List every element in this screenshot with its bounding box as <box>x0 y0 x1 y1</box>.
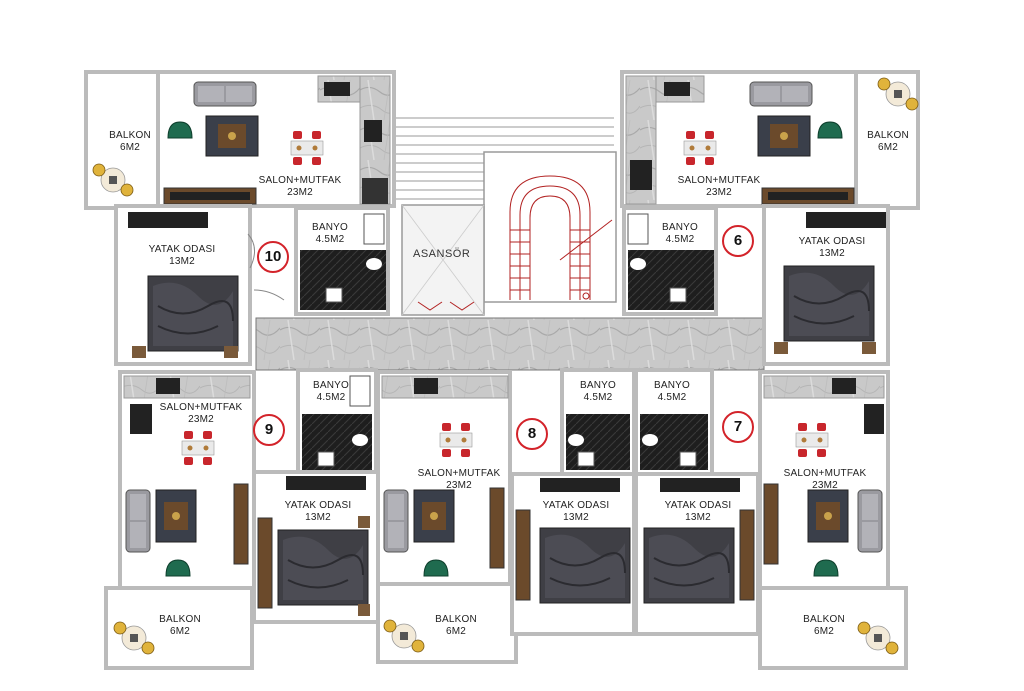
stair-core <box>396 117 617 316</box>
u8-banyo-label: BANYO 4.5M2 <box>573 380 623 404</box>
room-area: 4.5M2 <box>583 392 613 403</box>
u7-salon-label: SALON+MUTFAK 23M2 <box>770 468 880 492</box>
room-title: SALON+MUTFAK <box>417 468 501 479</box>
unit-marker-9: 9 <box>253 414 285 446</box>
room-title: SALON+MUTFAK <box>159 402 243 413</box>
u9-balkon-label: BALKON 6M2 <box>150 614 210 638</box>
room-title: SALON+MUTFAK <box>677 175 761 186</box>
u7-banyo-label: BANYO 4.5M2 <box>647 380 697 404</box>
room-area: 23M2 <box>287 187 313 198</box>
room-area: 6M2 <box>169 626 191 637</box>
room-area: 13M2 <box>819 248 845 259</box>
unit-marker-6: 6 <box>722 225 754 257</box>
room-area: 13M2 <box>169 256 195 267</box>
room-area: 6M2 <box>813 626 835 637</box>
room-area: 13M2 <box>563 512 589 523</box>
room-area: 6M2 <box>445 626 467 637</box>
room-area: 23M2 <box>188 414 214 425</box>
corridor <box>255 317 765 371</box>
room-title: BANYO <box>653 380 690 391</box>
unit-7 <box>634 368 908 670</box>
u8-balkon-label: BALKON 6M2 <box>426 614 486 638</box>
room-title: BANYO <box>311 222 348 233</box>
room-area: 6M2 <box>877 142 899 153</box>
unit-marker-7: 7 <box>722 411 754 443</box>
room-area: 13M2 <box>305 512 331 523</box>
unit-marker-8: 8 <box>516 418 548 450</box>
u10-salon-label: SALON+MUTFAK 23M2 <box>245 175 355 199</box>
u10-banyo-label: BANYO 4.5M2 <box>305 222 355 246</box>
room-title: BANYO <box>661 222 698 233</box>
room-title: YATAK ODASI <box>542 500 610 511</box>
u8-salon-label: SALON+MUTFAK 23M2 <box>404 468 514 492</box>
room-title: BANYO <box>579 380 616 391</box>
room-area: 4.5M2 <box>665 234 695 245</box>
u9-yatak-label: YATAK ODASI 13M2 <box>278 500 358 524</box>
room-title: BALKON <box>109 130 151 141</box>
room-title: BANYO <box>312 380 349 391</box>
u7-balkon-label: BALKON 6M2 <box>794 614 854 638</box>
room-title: SALON+MUTFAK <box>258 175 342 186</box>
room-area: 4.5M2 <box>316 392 346 403</box>
room-area: 4.5M2 <box>315 234 345 245</box>
u6-salon-label: SALON+MUTFAK 23M2 <box>664 175 774 199</box>
u10-yatak-label: YATAK ODASI 13M2 <box>142 244 222 268</box>
room-area: 23M2 <box>446 480 472 491</box>
u6-balkon-label: BALKON 6M2 <box>858 130 918 154</box>
room-title: BALKON <box>435 614 477 625</box>
unit-10 <box>84 70 396 366</box>
room-title: YATAK ODASI <box>664 500 732 511</box>
u10-balkon-label: BALKON 6M2 <box>100 130 160 154</box>
room-title: YATAK ODASI <box>148 244 216 255</box>
room-area: 23M2 <box>812 480 838 491</box>
room-title: YATAK ODASI <box>798 236 866 247</box>
room-area: 23M2 <box>706 187 732 198</box>
room-area: 13M2 <box>685 512 711 523</box>
room-area: 6M2 <box>119 142 141 153</box>
u8-yatak-label: YATAK ODASI 13M2 <box>536 500 616 524</box>
unit-9 <box>104 368 380 670</box>
room-area: 4.5M2 <box>657 392 687 403</box>
elevator-label: ASANSÖR <box>413 248 471 260</box>
u6-yatak-label: YATAK ODASI 13M2 <box>792 236 872 260</box>
room-title: YATAK ODASI <box>284 500 352 511</box>
room-title: SALON+MUTFAK <box>783 468 867 479</box>
room-title: BALKON <box>159 614 201 625</box>
room-title: BALKON <box>803 614 845 625</box>
u6-banyo-label: BANYO 4.5M2 <box>655 222 705 246</box>
u7-yatak-label: YATAK ODASI 13M2 <box>658 500 738 524</box>
room-title: BALKON <box>867 130 909 141</box>
u9-banyo-label: BANYO 4.5M2 <box>306 380 356 404</box>
unit-6 <box>620 70 920 366</box>
unit-marker-10: 10 <box>257 241 289 273</box>
u9-salon-label: SALON+MUTFAK 23M2 <box>146 402 256 426</box>
